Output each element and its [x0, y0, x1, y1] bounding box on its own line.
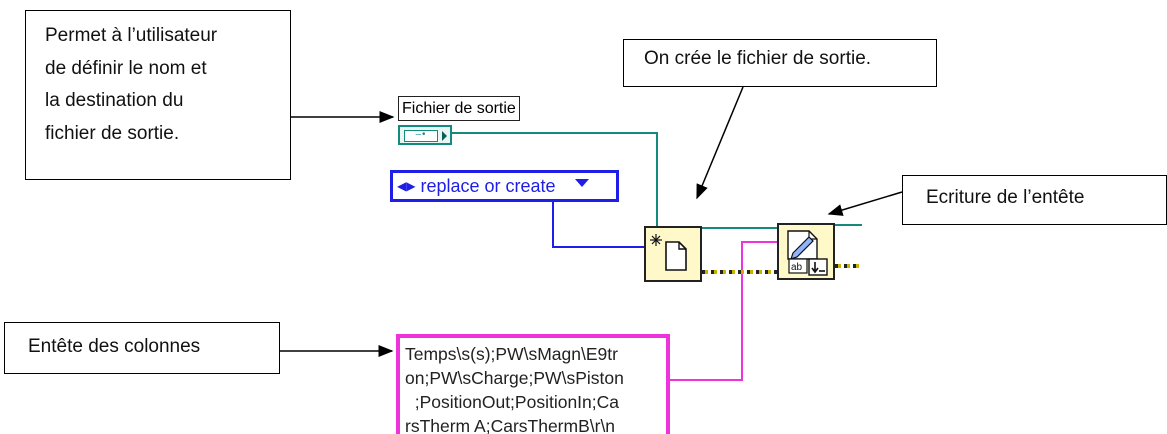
path-icon: —•	[404, 130, 438, 142]
open-create-file-node[interactable]	[644, 226, 702, 282]
enum-value: replace or create	[420, 176, 556, 196]
callout-user-file-line: de définir le nom et	[45, 57, 207, 79]
string-line: ;PositionOut;PositionIn;Ca	[405, 392, 619, 412]
write-text-file-node[interactable]: ab	[777, 223, 835, 280]
path-wire	[452, 132, 658, 228]
file-control-label: Fichier de sortie	[398, 96, 520, 121]
callout-create-file: On crée le fichier de sortie.	[623, 39, 937, 87]
refnum-wire	[702, 224, 862, 229]
enum-arrow-icon[interactable]	[575, 179, 589, 187]
callout-user-file-line: fichier de sortie.	[45, 122, 180, 144]
string-wire	[670, 241, 777, 381]
callout-user-file: Permet à l’utilisateur de définir le nom…	[25, 10, 291, 180]
arrow-to-open-vi	[696, 86, 744, 200]
file-path-control[interactable]: —•	[398, 125, 452, 145]
callout-write-header: Ecriture de l’entête	[902, 175, 1167, 225]
string-line: on;PW\sCharge;PW\sPiston	[405, 368, 624, 388]
arrow-to-write-vi	[827, 191, 903, 216]
write-text-icon: ab	[787, 230, 828, 276]
callout-user-file-line: la destination du	[45, 90, 184, 111]
enum-wire	[552, 202, 644, 248]
callout-column-header: Entête des colonnes	[4, 322, 280, 374]
output-terminal-icon	[442, 131, 447, 141]
column-header-string-constant[interactable]: Temps\s(s);PW\sMagn\E9tr on;PW\sCharge;PW…	[396, 334, 670, 434]
callout-user-file-line: Permet à l’utilisateur	[45, 25, 218, 46]
string-line: rsTherm A;CarsThermB\r\n	[405, 416, 616, 434]
svg-text:ab: ab	[791, 262, 803, 273]
enum-arrows-icon: ◀▶	[397, 179, 416, 193]
string-line: Temps\s(s);PW\sMagn\E9tr	[405, 344, 618, 364]
new-file-icon	[650, 234, 687, 271]
